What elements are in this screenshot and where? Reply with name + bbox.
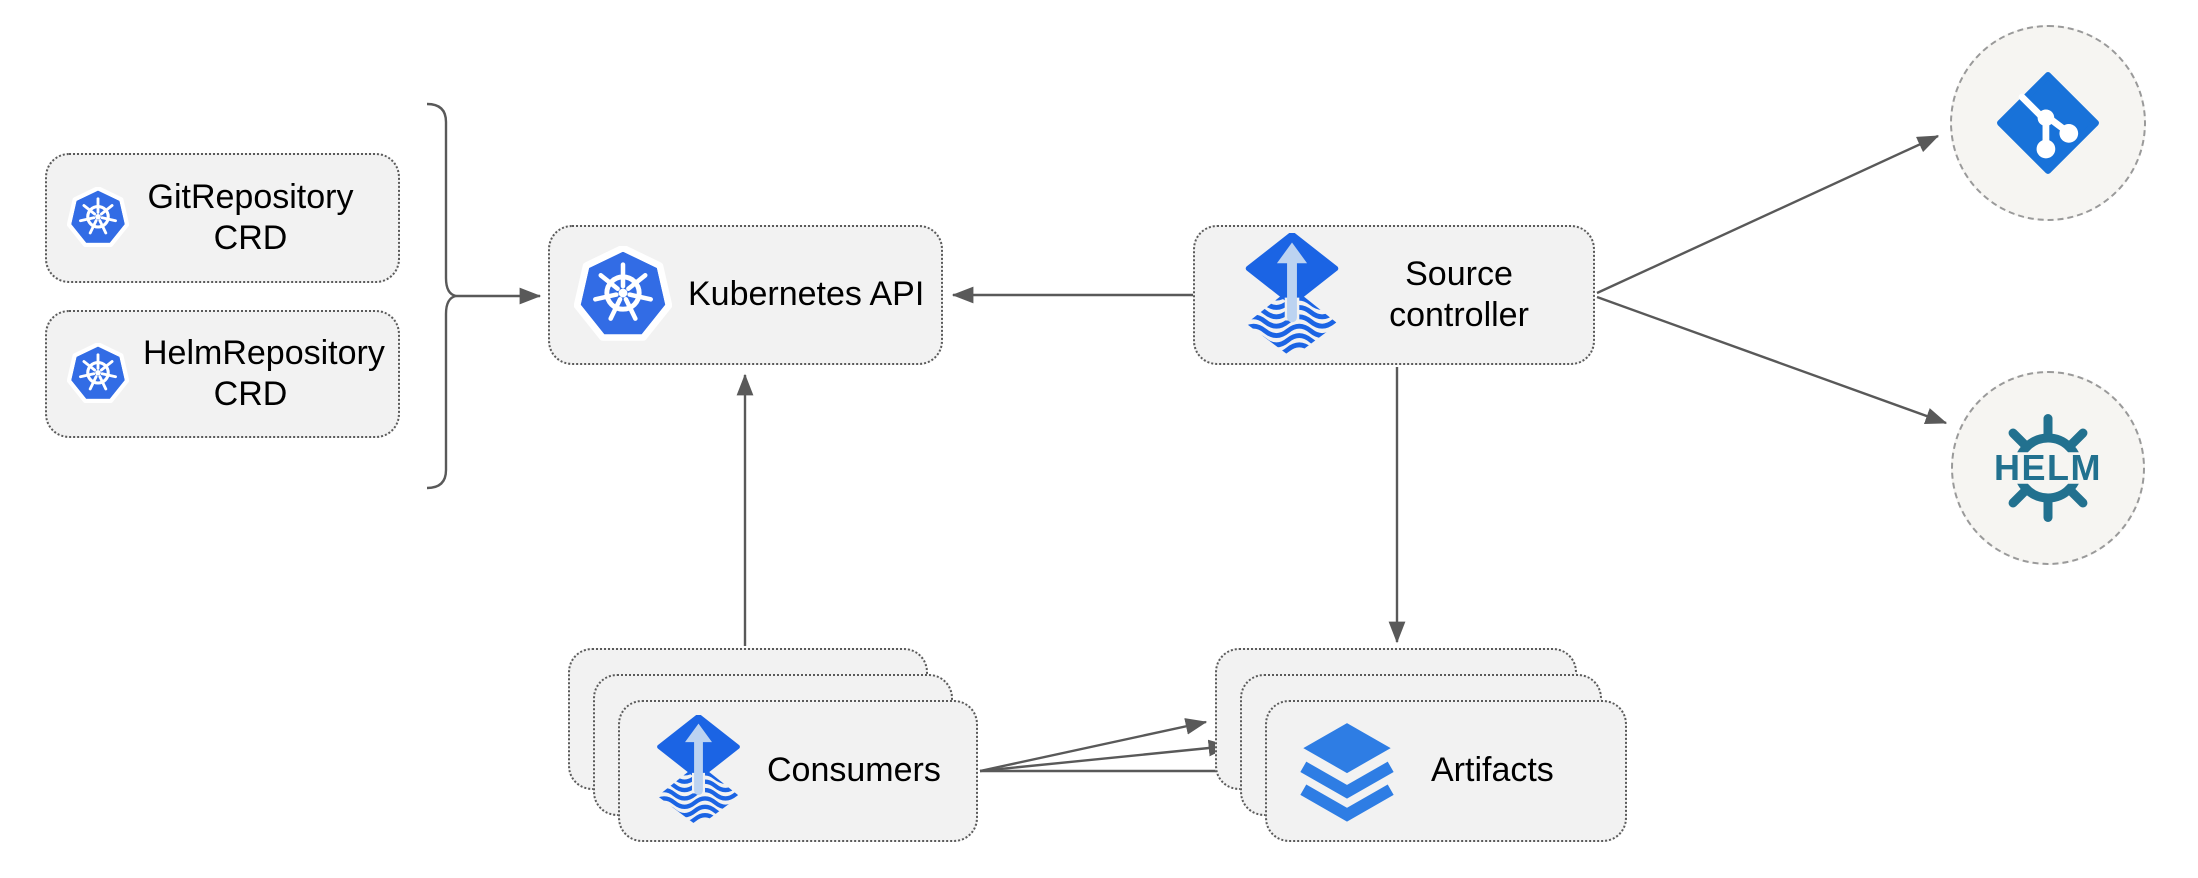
kubernetes-icon [574, 246, 672, 344]
node-label: Consumers [767, 751, 941, 790]
node-helm-endpoint: HELM [1951, 371, 2145, 565]
connector-source-to-git [1596, 134, 1940, 295]
connector-consumers-to-artifacts-1 [979, 718, 1208, 773]
flux-icon [652, 715, 745, 827]
kubernetes-icon [67, 343, 129, 405]
git-icon [1996, 71, 2100, 175]
kubernetes-icon [67, 187, 129, 249]
layers-icon [1295, 719, 1399, 823]
node-artifacts: Artifacts [1265, 700, 1627, 842]
connector-source-to-helm [1596, 295, 1948, 425]
node-gitrepository-crd: GitRepository CRD [45, 153, 400, 283]
connector-consumers-to-artifacts-2 [979, 739, 1231, 773]
node-label: Artifacts [1431, 751, 1554, 790]
crd-group-bracket [426, 102, 457, 490]
node-label: HelmRepository CRD [143, 333, 385, 413]
helm-icon: HELM [1973, 393, 2123, 543]
node-helmrepository-crd: HelmRepository CRD [45, 310, 400, 438]
node-label: Kubernetes API [688, 275, 925, 314]
node-label: Source controller [1389, 254, 1529, 334]
node-kubernetes-api: Kubernetes API [548, 225, 943, 365]
node-label: GitRepository CRD [147, 177, 354, 257]
node-consumers: Consumers [618, 700, 978, 842]
helm-wordmark: HELM [1994, 447, 2102, 488]
flux-icon [1240, 233, 1344, 358]
node-source-controller: Source controller [1193, 225, 1595, 365]
node-git-endpoint [1950, 25, 2146, 221]
